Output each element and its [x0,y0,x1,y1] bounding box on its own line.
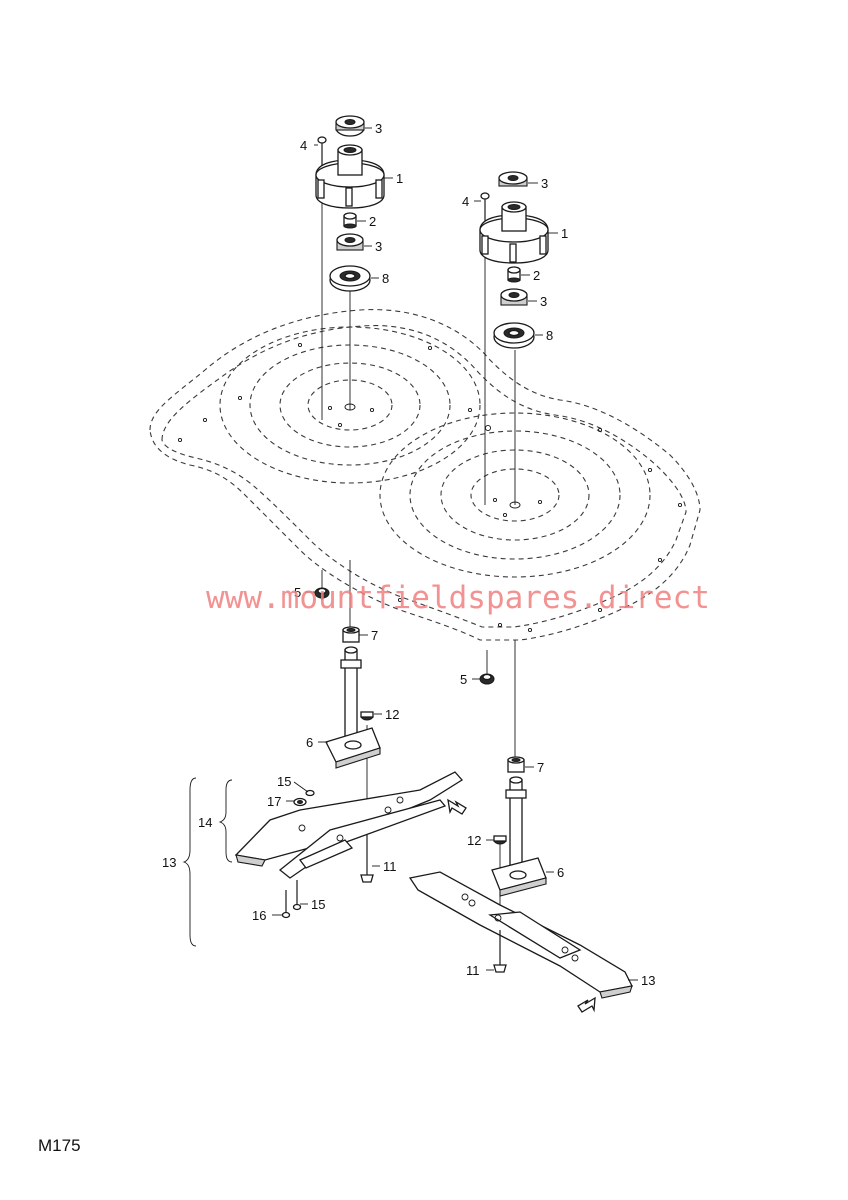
callout-numbers: 3 4 1 2 3 8 3 4 1 2 3 8 5 7 12 6 5 7 12 … [162,121,655,988]
left-washer [293,797,307,807]
right-blade-bolt [493,930,507,973]
callout-right-nut-small: 12 [467,833,481,848]
right-pulley [493,322,535,349]
left-blade-bolt [360,835,374,883]
left-shaft-bracket [325,646,381,769]
callout-left-bolt: 4 [300,138,307,153]
right-collar [507,756,525,773]
diagram-reference: M175 [38,1136,81,1155]
left-direction-arrow-icon [447,798,467,815]
callout-left-shaft-bracket: 6 [306,735,313,750]
callout-left-spindle-housing: 1 [396,171,403,186]
left-upper-bearing [335,115,365,137]
callout-left-screw-top: 15 [277,774,291,789]
left-spindle-housing [315,144,385,209]
mower-deck-outline [149,309,701,641]
right-nut-small [493,835,507,845]
callout-right-blade: 13 [641,973,655,988]
right-spindle-housing [479,201,549,264]
callout-left-nut-small: 12 [385,707,399,722]
callout-right-spacer: 2 [533,268,540,283]
callout-left-pulley: 8 [382,271,389,286]
callout-right-nut: 5 [460,672,467,687]
callout-left-blade-assembly: 13 [162,855,176,870]
right-spacer [507,266,521,283]
callout-right-collar: 7 [537,760,544,775]
right-direction-arrow-icon [577,996,596,1013]
callout-left-nut: 5 [294,585,301,600]
right-upper-bearing [498,171,528,187]
callout-right-upper-bearing: 3 [541,176,548,191]
left-pulley [329,265,371,292]
callout-right-bolt: 4 [462,194,469,209]
callout-left-screw-bottom: 15 [311,897,325,912]
callout-right-shaft-bracket: 6 [557,865,564,880]
callout-left-blade-bolt: 11 [383,859,397,874]
callout-right-pulley: 8 [546,328,553,343]
callout-left-blade-sub-assembly: 14 [198,815,212,830]
callout-left-spacer: 2 [369,214,376,229]
callout-left-upper-bearing: 3 [375,121,382,136]
right-nut [479,673,495,685]
left-nut-small [360,711,374,721]
left-lower-bearing [336,233,364,251]
callout-left-lower-bearing: 3 [375,239,382,254]
callout-right-lower-bearing: 3 [540,294,547,309]
watermark-text: www.mountfieldspares.direct [206,580,710,616]
left-collar [342,626,360,643]
callout-left-collar: 7 [371,628,378,643]
callout-left-rivet: 16 [252,908,266,923]
group-brackets [182,777,233,947]
right-shaft-bracket [491,776,547,897]
left-rivet [281,890,291,919]
left-screw-bottom [292,880,302,911]
callout-right-blade-bolt: 11 [466,963,480,978]
callout-right-spindle-housing: 1 [561,226,568,241]
left-spacer [343,212,357,229]
callout-left-washer: 17 [267,794,281,809]
right-lower-bearing [500,288,528,306]
right-blade [408,871,633,999]
left-blade-assembly [234,771,463,879]
callout-leaders [272,127,638,981]
left-nut [314,587,330,599]
